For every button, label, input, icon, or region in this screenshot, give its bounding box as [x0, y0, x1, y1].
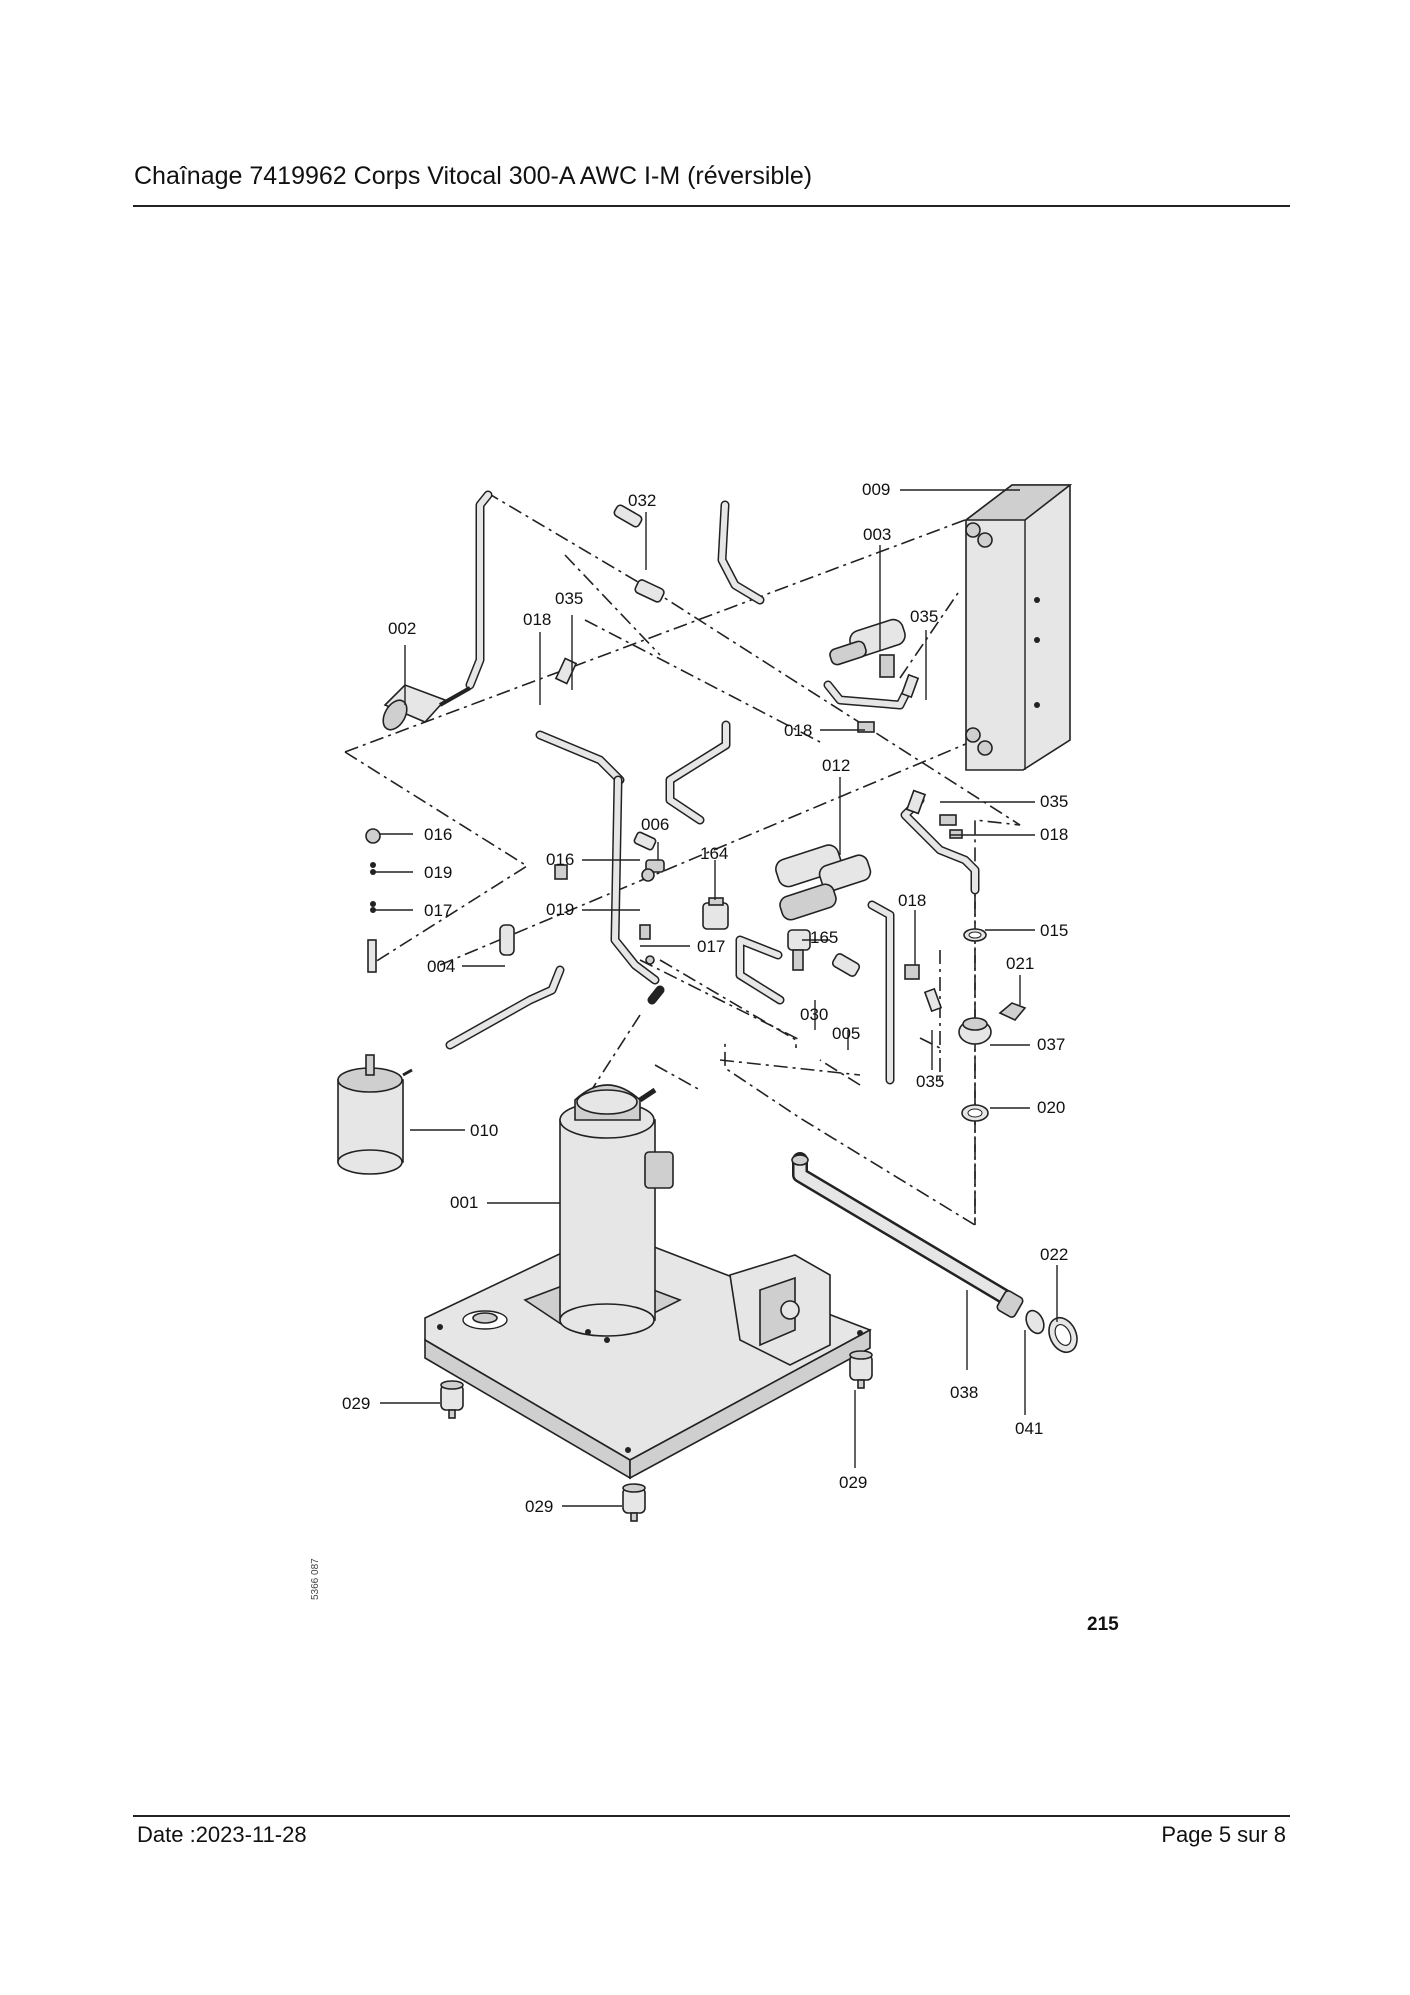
callout-035-d: 035 — [916, 1072, 944, 1091]
callout-018-b: 018 — [784, 721, 812, 740]
callout-006: 006 — [641, 815, 669, 834]
callout-020: 020 — [1037, 1098, 1065, 1117]
footer-date: Date :2023-11-28 — [137, 1822, 307, 1847]
callout-005: 005 — [832, 1024, 860, 1043]
callout-002: 002 — [388, 619, 416, 638]
callout-019-a: 019 — [424, 863, 452, 882]
callout-012: 012 — [822, 756, 850, 775]
callout-165: 165 — [810, 928, 838, 947]
callout-leaders — [370, 489, 1058, 1507]
four-way-valve — [829, 618, 906, 678]
plate-heat-exchanger — [963, 484, 1073, 771]
callout-labels: 009 032 003 002 018 035 035 018 012 035 … — [342, 480, 1068, 1516]
base-plate — [424, 1229, 872, 1480]
figure-number: 215 — [1087, 1614, 1119, 1635]
callout-038: 038 — [950, 1383, 978, 1402]
callout-019-b: 019 — [546, 900, 574, 919]
callout-016-b: 016 — [546, 850, 574, 869]
water-pipe-assembly — [791, 1152, 1078, 1354]
solenoid-coil-164 — [702, 897, 729, 930]
rubber-feet — [440, 1350, 873, 1522]
callout-021: 021 — [1006, 954, 1034, 973]
callout-018-d: 018 — [898, 891, 926, 910]
callout-016-a: 016 — [424, 825, 452, 844]
compressor — [523, 1084, 682, 1343]
callout-037: 037 — [1037, 1035, 1065, 1054]
callout-035-a: 035 — [555, 589, 583, 608]
callout-035-b: 035 — [910, 607, 938, 626]
page-label: Page 5 sur — [1161, 1822, 1268, 1847]
filter-dryer — [382, 684, 471, 731]
callout-017-a: 017 — [424, 901, 452, 920]
small-fittings — [365, 504, 963, 1013]
callout-018-a: 018 — [523, 610, 551, 629]
callout-001: 001 — [450, 1193, 478, 1212]
drawing-id: 5366 087 — [310, 1558, 321, 1600]
callout-029-b: 029 — [839, 1473, 867, 1492]
callout-022: 022 — [1040, 1245, 1068, 1264]
footer-rule — [133, 1815, 1290, 1817]
sight-glass-and-rings — [958, 928, 1027, 1122]
callout-018-c: 018 — [1040, 825, 1068, 844]
callout-003: 003 — [863, 525, 891, 544]
callout-035-c: 035 — [1040, 792, 1068, 811]
solenoid-coil-165 — [787, 929, 811, 971]
liquid-receiver — [337, 1054, 413, 1175]
callout-010: 010 — [470, 1121, 498, 1140]
callout-017-b: 017 — [697, 937, 725, 956]
page-total: 8 — [1273, 1822, 1286, 1847]
callout-004: 004 — [427, 957, 455, 976]
header-rule — [133, 205, 1290, 207]
callout-029-a: 029 — [342, 1394, 370, 1413]
callout-009: 009 — [862, 480, 890, 499]
callout-030: 030 — [800, 1005, 828, 1024]
assembly-lines — [344, 491, 1021, 1227]
callout-032: 032 — [628, 491, 656, 510]
callout-164: 164 — [700, 844, 728, 863]
expansion-valve — [775, 844, 872, 921]
page-title: Chaînage 7419962 Corps Vitocal 300-A AWC… — [134, 162, 813, 190]
callout-015: 015 — [1040, 921, 1068, 940]
callout-029-c: 029 — [525, 1497, 553, 1516]
callout-041: 041 — [1015, 1419, 1043, 1438]
